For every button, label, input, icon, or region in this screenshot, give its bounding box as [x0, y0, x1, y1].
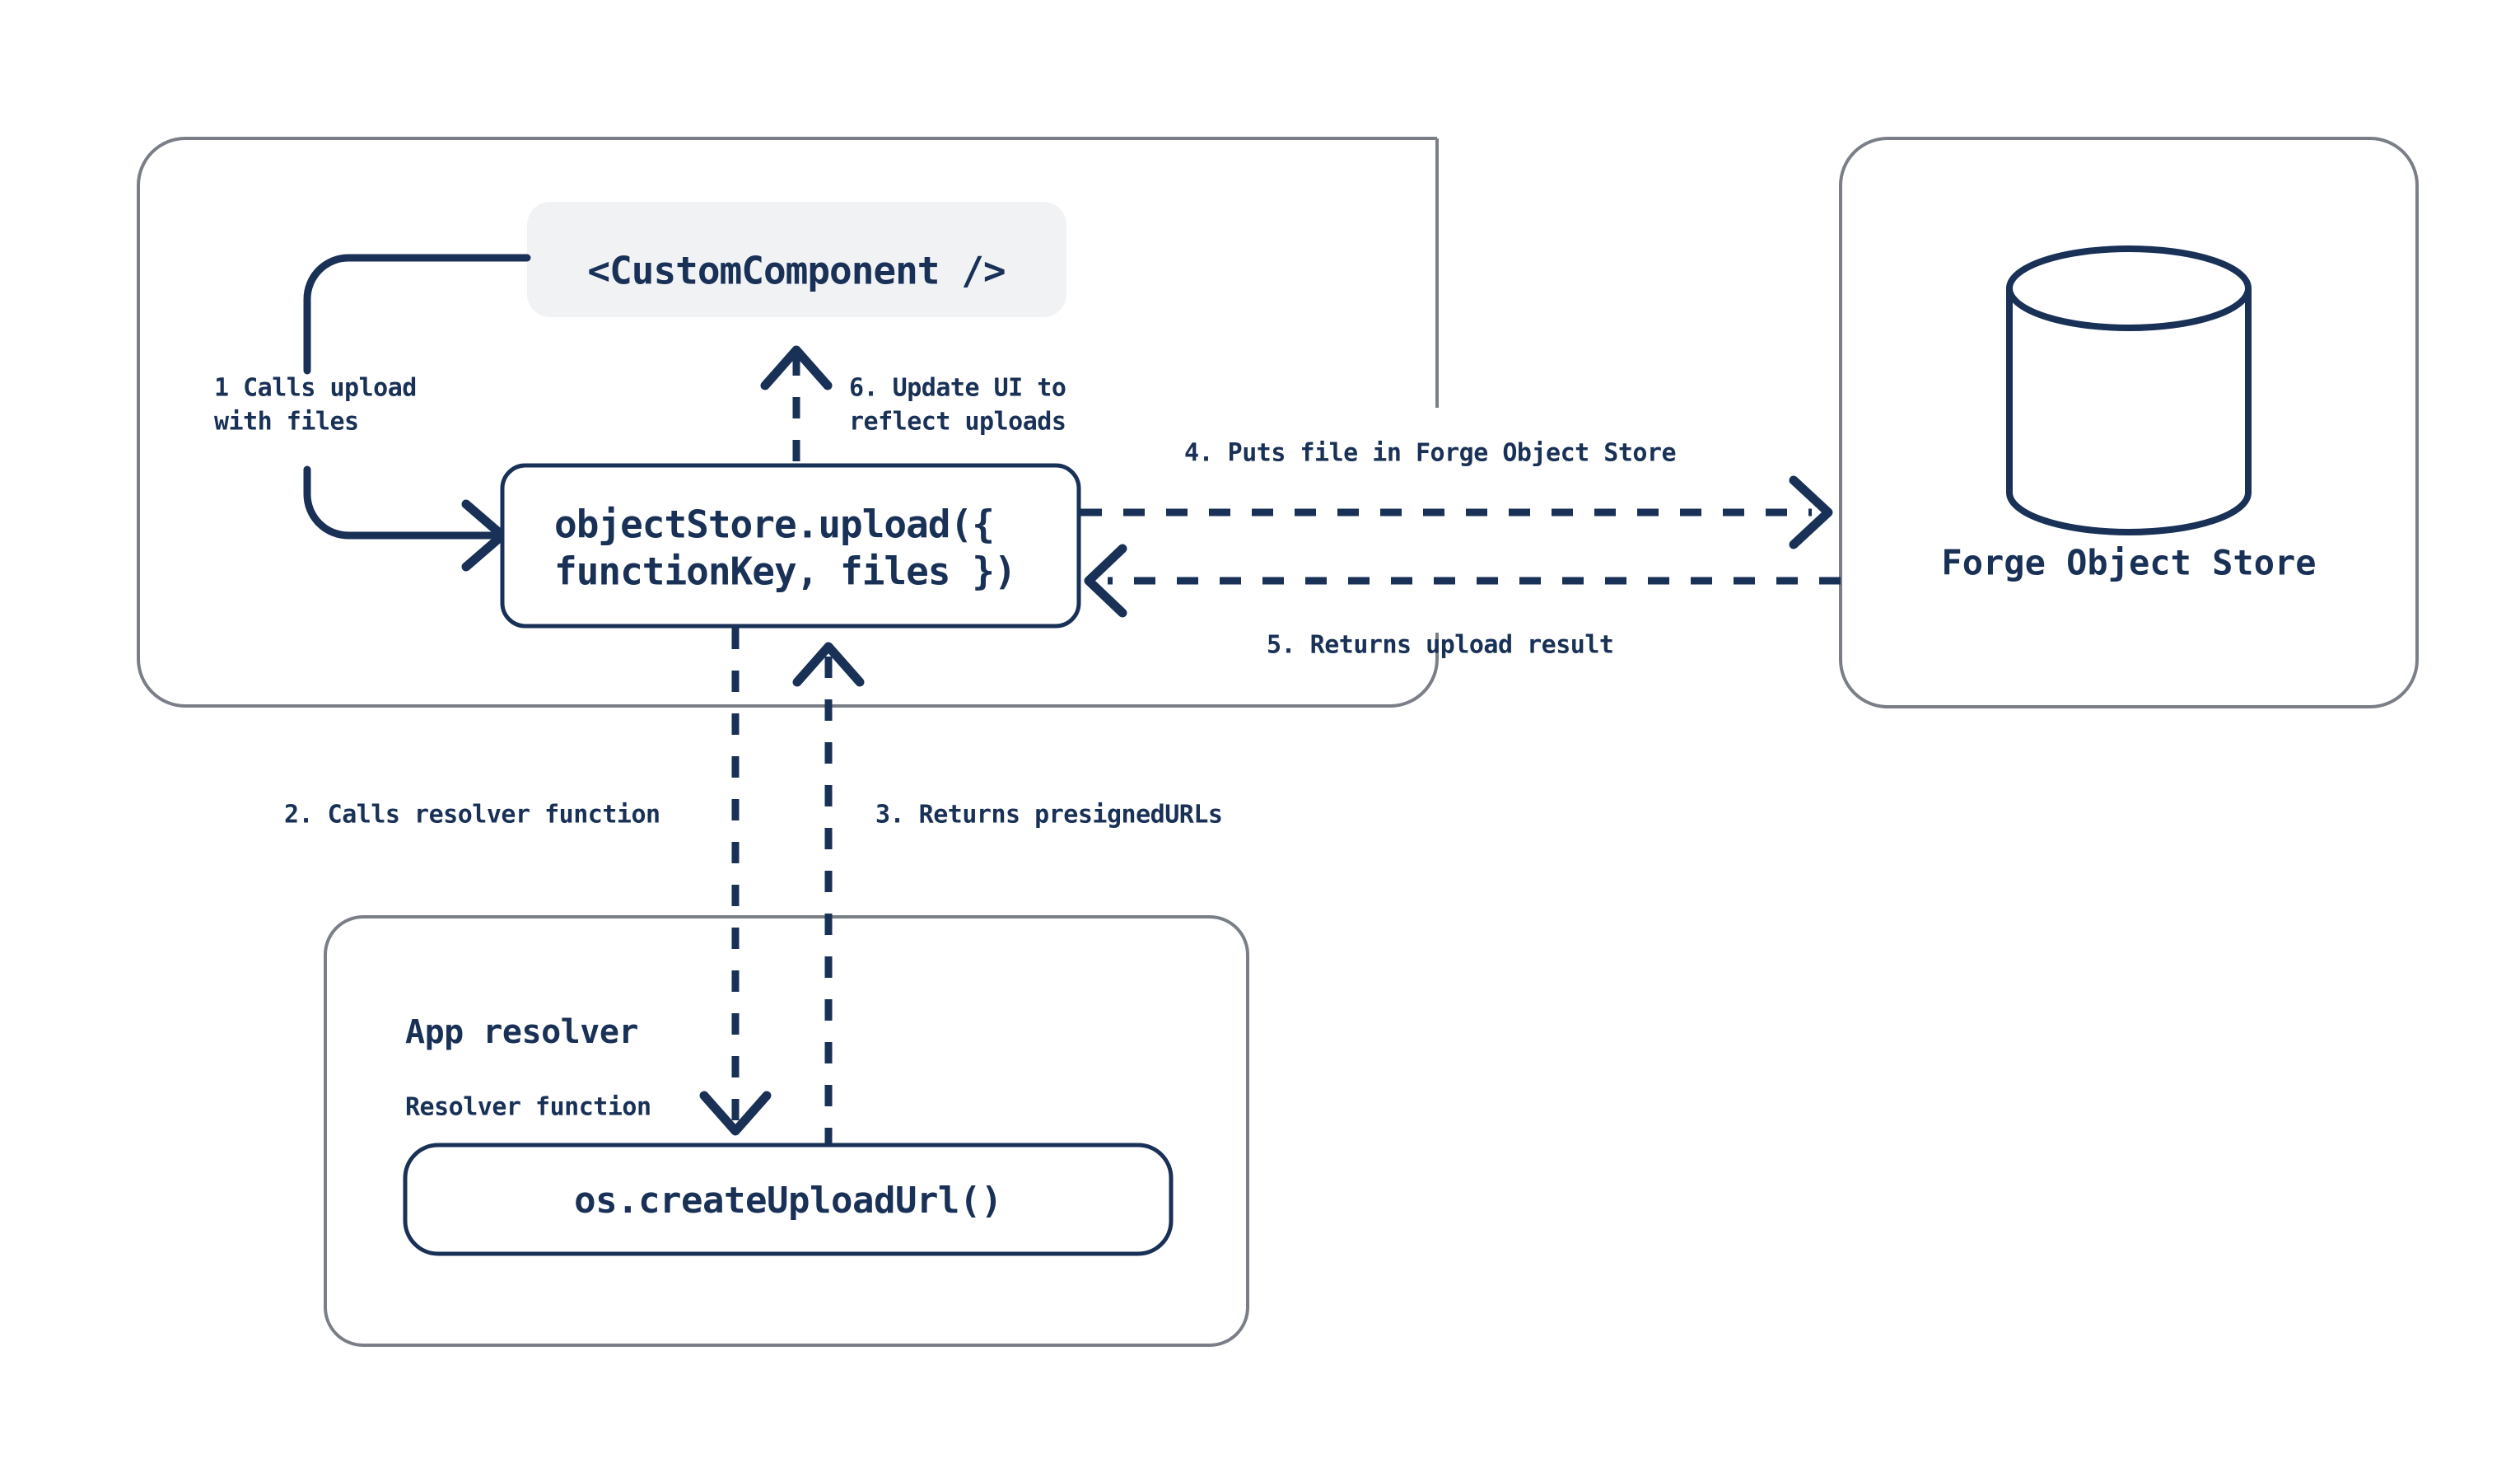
step-6-label-line2: reflect uploads [849, 408, 1066, 437]
forge-object-store-panel: Forge Object Store [1839, 137, 2419, 708]
object-store-upload-box[interactable]: objectStore.upload({ functionKey, files … [500, 463, 1081, 629]
object-store-upload-line1: objectStore.upload({ [554, 502, 994, 547]
step-5-label: 5. Returns upload result [1267, 631, 1613, 660]
connector-4-puts-file [1080, 475, 1833, 549]
step-2-label: 2. Calls resolver function [284, 801, 660, 830]
object-store-upload-line2: functionKey, files }) [554, 549, 1016, 594]
connector-3-returns-presigned-urls [792, 642, 865, 1149]
database-cylinder-icon [2006, 245, 2252, 535]
create-upload-url-label: os.createUploadUrl() [574, 1180, 1002, 1222]
custom-component-label: <CustomComponent /> [587, 249, 1005, 293]
store-panel-label: Forge Object Store [1941, 543, 2316, 583]
custom-component-pill-bg [527, 202, 1066, 317]
create-upload-url-box-outline [403, 1143, 1174, 1256]
step-6-label-line1: 6. Update UI to [849, 374, 1066, 403]
custom-component-pill[interactable]: <CustomComponent /> [527, 202, 1066, 317]
connector-6-update-ui [760, 345, 833, 461]
resolver-panel-heading: App resolver [405, 1013, 638, 1051]
store-panel-outline [1839, 137, 2419, 708]
connector-5-returns-result [1084, 544, 1841, 618]
resolver-panel-outline [324, 915, 1249, 1347]
step-4-label: 4. Puts file in Forge Object Store [1184, 439, 1676, 468]
app-container-panel [137, 137, 1439, 708]
resolver-function-sublabel: Resolver function [405, 1093, 651, 1122]
step-1-label-line1: 1 Calls upload [214, 374, 417, 403]
object-store-upload-box-outline [500, 463, 1081, 629]
step-1-label-line2: with files [214, 408, 359, 437]
app-resolver-panel: App resolver Resolver function [324, 915, 1249, 1347]
connector-2-calls-resolver [699, 628, 772, 1136]
create-upload-url-box[interactable]: os.createUploadUrl() [403, 1143, 1174, 1256]
step-3-label: 3. Returns presignedURLs [875, 801, 1222, 830]
